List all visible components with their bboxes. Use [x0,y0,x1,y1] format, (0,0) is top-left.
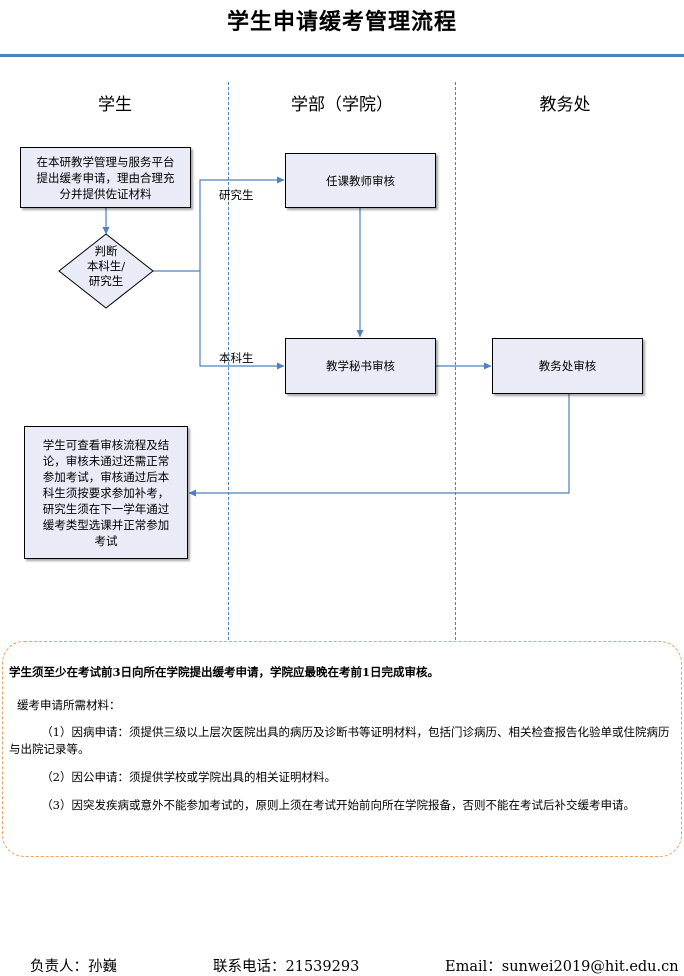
notes-deadline: 学生须至少在考试前3日向所在学院提出缓考申请，学院应最晚在考前1日完成审核。 [9,665,439,679]
teacher-review-label: 任课教师审核 [326,173,395,188]
result-line: 科生须按要求参加补考， [42,485,170,500]
teacher-review-box: 任课教师审核 [285,153,436,208]
lane-header-college: 学部（学院） [291,95,393,115]
decision-label: 判断 本科生/ 研究生 [60,244,152,289]
decision-line: 判断 [94,244,118,258]
result-line: 学生可查看审核流程及结 [42,437,170,452]
apply-box: 在本研教学管理与服务平台 提出缓考申请，理由合理充 分并提供佐证材料 [20,147,191,208]
result-line: 考试 [94,533,118,548]
notes-item-official: （2）因公申请：须提供学校或学院出具的相关证明材料。 [41,770,337,784]
notes-item-emergency: （3）因突发疾病或意外不能参加考试的，原则上须在考试开始前向所在学院报备，否则不… [41,798,635,812]
edge-to-teacher-review [199,176,285,271]
office-review-label: 教务处审核 [538,359,597,373]
decision-line: 本科生/ [86,259,126,273]
footer-owner: 负责人：孙巍 [30,959,117,975]
edge-office-to-result [188,394,570,497]
notes-item-illness: （1）因病申请：须提供三级以上层次医院出具的病历及诊断书等证明材料，包括门诊病历… [9,725,670,756]
lane-divider-2 [455,82,456,640]
apply-line: 在本研教学管理与服务平台 [36,154,175,169]
footer-phone: 联系电话：21539293 [213,959,360,975]
apply-line: 分并提供佐证材料 [59,186,152,201]
apply-line: 提出缓考申请，理由合理充 [36,170,175,185]
notes-panel: 学生须至少在考试前3日向所在学院提出缓考申请，学院应最晚在考前1日完成审核。 缓… [2,641,682,857]
result-box: 学生可查看审核流程及结 论，审核未通过还需正常 参加考试，审核通过后本 科生须按… [24,426,188,559]
decision-line: 研究生 [88,274,124,288]
result-line: 论，审核未通过还需正常 [42,453,170,468]
undergraduate-edge-label: 本科生 [219,351,254,365]
lane-header-academic-office: 教务处 [539,95,591,115]
result-line: 研究生须在下一学年通过 [42,501,170,516]
title-underline [0,54,684,57]
decision-diamond [58,233,154,309]
result-line: 参加考试，审核通过后本 [42,469,170,484]
edge-to-secretary-review [199,271,285,370]
lane-header-student: 学生 [98,95,132,115]
secretary-review-box: 教学秘书审核 [285,338,436,394]
footer-email: Email：sunwei2019@hit.edu.cn [445,959,679,975]
page-title: 学生申请缓考管理流程 [226,10,457,35]
graduate-edge-label: 研究生 [219,188,254,202]
secretary-review-label: 教学秘书审核 [326,359,395,373]
notes-heading: 缓考申请所需材料： [17,698,121,712]
result-line: 缓考类型选课并正常参加 [42,517,170,532]
lane-divider-1 [228,82,229,640]
office-review-box: 教务处审核 [492,338,643,394]
